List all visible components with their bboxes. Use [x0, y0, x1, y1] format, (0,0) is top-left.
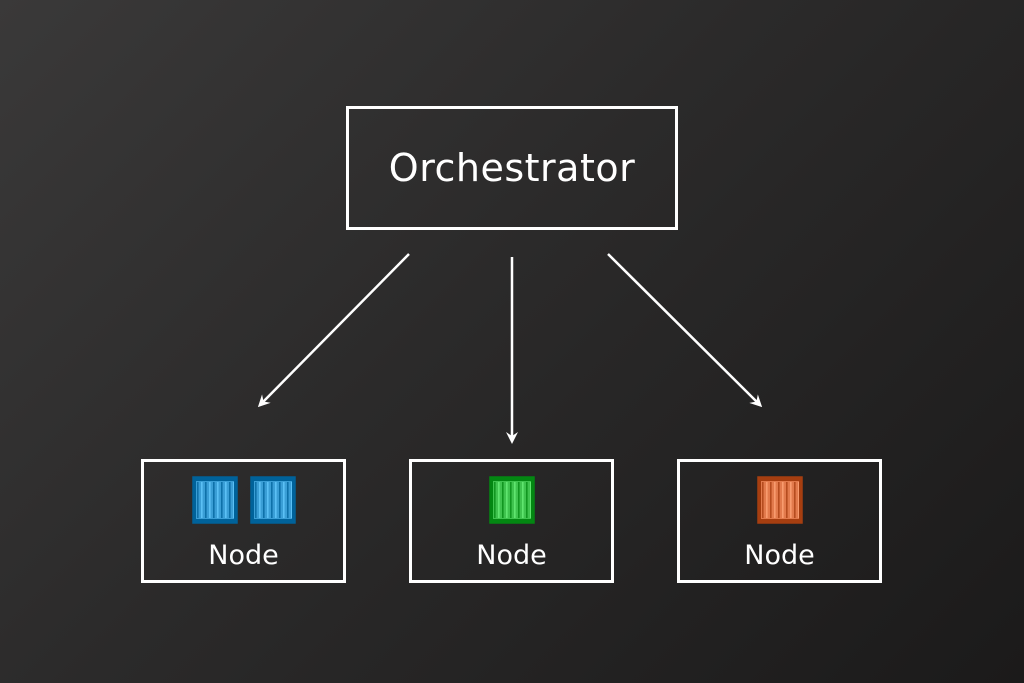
- node-1-containers: [144, 475, 343, 525]
- shipping-container-icon: [756, 476, 803, 524]
- shipping-container-icon: [191, 476, 238, 524]
- orchestrator-label: Orchestrator: [388, 146, 636, 190]
- node-box-1: Node: [141, 459, 346, 583]
- orchestrator-box: Orchestrator: [346, 106, 678, 230]
- node-2-label: Node: [476, 540, 547, 571]
- node-box-3: Node: [677, 459, 882, 583]
- arrow-to-node-1: [257, 253, 410, 408]
- node-1-label: Node: [208, 540, 279, 571]
- node-2-containers: [412, 475, 611, 525]
- node-3-containers: [680, 475, 879, 525]
- node-3-label: Node: [744, 540, 815, 571]
- shipping-container-icon: [249, 476, 296, 524]
- shipping-container-icon: [488, 476, 535, 524]
- node-box-2: Node: [409, 459, 614, 583]
- arrow-to-node-3: [607, 253, 763, 408]
